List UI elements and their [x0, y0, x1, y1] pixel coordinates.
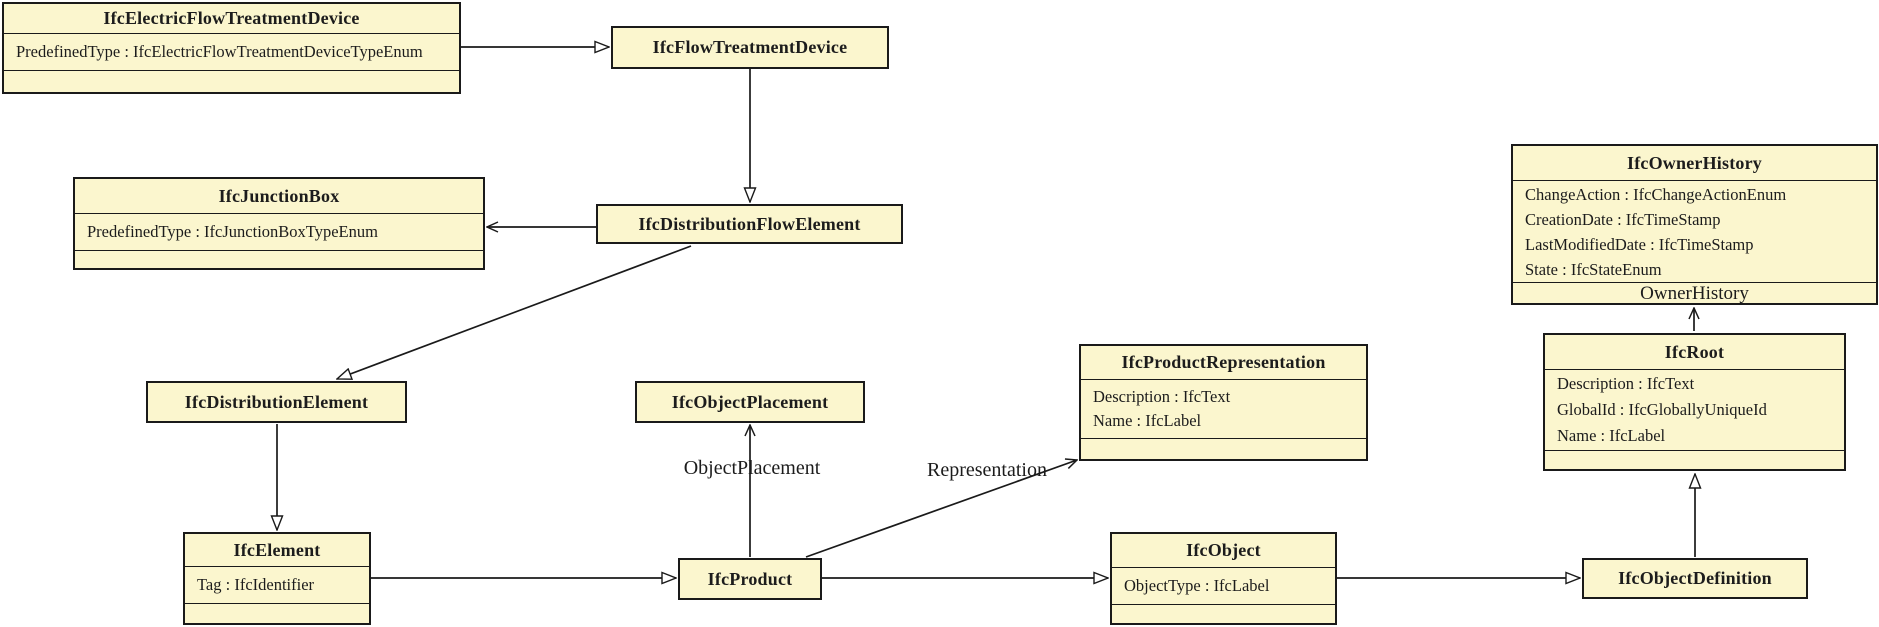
class-box-ifcobjectplacement: IfcObjectPlacement	[635, 381, 865, 423]
class-box-ifcjunctionbox: IfcJunctionBox PredefinedType : IfcJunct…	[73, 177, 485, 270]
class-title: IfcObjectPlacement	[671, 391, 829, 412]
class-title: IfcJunctionBox	[218, 185, 340, 206]
class-title: IfcElement	[233, 539, 321, 560]
class-box-ifcdistributionflowelement: IfcDistributionFlowElement	[596, 204, 903, 244]
edge-label-representation: Representation	[927, 459, 1047, 481]
class-box-ifcobject: IfcObject ObjectType : IfcLabel	[1110, 532, 1337, 625]
class-empty-compartment	[4, 70, 459, 92]
class-attributes: Tag : IfcIdentifier	[185, 566, 369, 603]
class-title: IfcDistributionFlowElement	[638, 213, 861, 234]
class-empty-compartment	[1112, 604, 1335, 623]
attribute: Name : IfcLabel	[1093, 411, 1202, 430]
class-attributes: Description : IfcText GlobalId : IfcGlob…	[1545, 369, 1844, 450]
class-title: IfcOwnerHistory	[1627, 152, 1762, 173]
class-attributes: PredefinedType : IfcJunctionBoxTypeEnum	[75, 213, 483, 250]
class-title: IfcObject	[1186, 540, 1261, 560]
attribute: GlobalId : IfcGloballyUniqueId	[1557, 400, 1767, 419]
class-title: IfcFlowTreatmentDevice	[652, 37, 848, 57]
class-box-ifcdistributionelement: IfcDistributionElement	[146, 381, 407, 423]
class-title: IfcProductRepresentation	[1121, 352, 1326, 372]
class-empty-compartment	[1081, 438, 1366, 459]
attribute: ChangeAction : IfcChangeActionEnum	[1525, 184, 1787, 204]
class-box-ifcelectricflowtreatmentdevice: IfcElectricFlowTreatmentDevice Predefine…	[2, 2, 461, 94]
class-box-ifcproductrepresentation: IfcProductRepresentation Description : I…	[1079, 344, 1368, 461]
edge-label-ownerhistory: OwnerHistory	[1513, 282, 1876, 305]
attribute: PredefinedType : IfcJunctionBoxTypeEnum	[87, 222, 378, 241]
class-empty-compartment	[1545, 450, 1844, 469]
class-box-ifcroot: IfcRoot Description : IfcText GlobalId :…	[1543, 333, 1846, 471]
class-empty-compartment	[75, 250, 483, 268]
class-attributes: PredefinedType : IfcElectricFlowTreatmen…	[4, 33, 459, 70]
attribute: CreationDate : IfcTimeStamp	[1525, 209, 1721, 229]
class-empty-compartment	[185, 603, 369, 623]
attribute: Name : IfcLabel	[1557, 426, 1666, 445]
attribute: PredefinedType : IfcElectricFlowTreatmen…	[16, 42, 423, 61]
attribute: Description : IfcText	[1557, 374, 1695, 393]
class-box-ifcobjectdefinition: IfcObjectDefinition	[1582, 558, 1808, 599]
class-attributes: Description : IfcText Name : IfcLabel	[1081, 379, 1366, 438]
class-attributes: ObjectType : IfcLabel	[1112, 567, 1335, 604]
class-box-ifcelement: IfcElement Tag : IfcIdentifier	[183, 532, 371, 625]
class-title: IfcDistributionElement	[184, 391, 369, 412]
class-title: IfcProduct	[707, 568, 793, 589]
class-title: IfcRoot	[1664, 341, 1725, 362]
attribute: LastModifiedDate : IfcTimeStamp	[1525, 234, 1754, 254]
edge-label-objectplacement: ObjectPlacement	[683, 457, 821, 479]
class-title: IfcObjectDefinition	[1618, 568, 1772, 588]
class-title: IfcElectricFlowTreatmentDevice	[103, 8, 360, 28]
attribute: Tag : IfcIdentifier	[197, 575, 315, 594]
class-box-ifcproduct: IfcProduct	[678, 558, 822, 600]
attribute: ObjectType : IfcLabel	[1124, 576, 1270, 595]
class-box-ifcownerhistory: IfcOwnerHistory ChangeAction : IfcChange…	[1511, 144, 1878, 305]
class-attributes: ChangeAction : IfcChangeActionEnum Creat…	[1513, 180, 1876, 282]
attribute: State : IfcStateEnum	[1525, 259, 1662, 279]
class-box-ifcflowtreatmentdevice: IfcFlowTreatmentDevice	[611, 26, 889, 69]
attribute: Description : IfcText	[1093, 387, 1231, 406]
